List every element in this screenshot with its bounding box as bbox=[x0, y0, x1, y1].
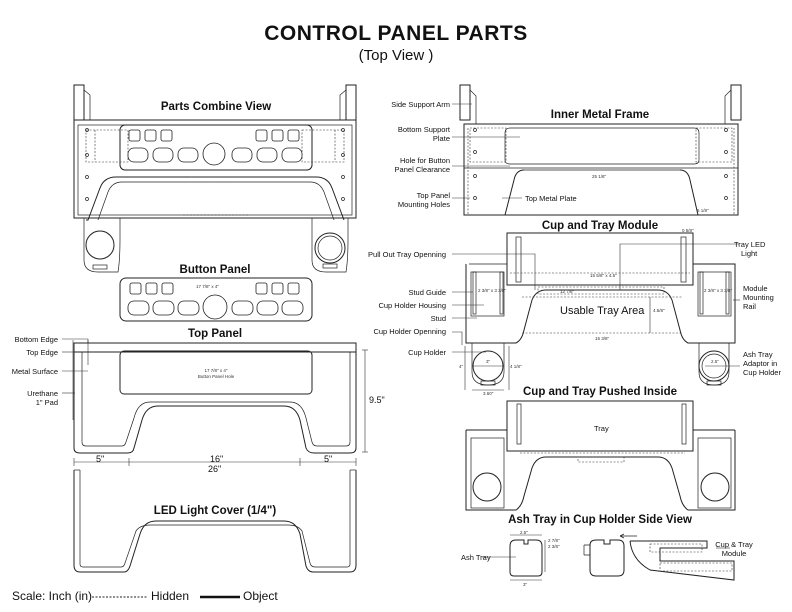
dim-cup-width: 3.60" bbox=[483, 391, 494, 396]
callout-top-edge: Top Edge bbox=[26, 348, 58, 357]
ash-dim-h1: 2 7/8" bbox=[548, 538, 560, 543]
dim-ash-diameter: 2.5" bbox=[711, 359, 719, 364]
inner-metal-frame-drawing bbox=[452, 84, 742, 216]
led-light-cover-drawing bbox=[73, 469, 357, 573]
callout-rail-3: Rail bbox=[743, 302, 756, 311]
ash-tray-side-drawing bbox=[482, 533, 735, 581]
button-panel-hole-dimension: 17 7/8" x 4" bbox=[204, 368, 228, 373]
legend-object-label: Object bbox=[243, 589, 278, 603]
legend-scale: Scale: Inch (in) bbox=[12, 589, 93, 603]
callout-ash-adaptor-2: Adaptor in bbox=[743, 359, 778, 368]
dimension-left-width: 5" bbox=[96, 454, 105, 464]
callout-urethane: Urethane bbox=[27, 389, 58, 398]
callout-bottom-support-plate-1: Bottom Support bbox=[397, 125, 450, 134]
section-title-pushed-inside: Cup and Tray Pushed Inside bbox=[522, 386, 677, 398]
callout-rail-2: Mounting bbox=[743, 293, 774, 302]
section-title-led-cover: LED Light Cover (1/4") bbox=[153, 505, 277, 517]
section-title-button-panel: Button Panel bbox=[179, 264, 251, 276]
callout-side-support-arm: Side Support Arm bbox=[391, 100, 450, 109]
callout-mounting-holes-1: Top Panel bbox=[416, 191, 450, 200]
callout-cup-holder-opening: Cup Holder Openning bbox=[373, 327, 446, 336]
callout-cup-holder-housing: Cup Holder Housing bbox=[378, 301, 446, 310]
callout-mounting-holes-2: Mounting Holes bbox=[397, 200, 450, 209]
dim-cup-height: 4" bbox=[459, 364, 464, 369]
button-panel-dimension: 17 7/8" x 4" bbox=[196, 284, 219, 289]
dimension-middle-width: 16" bbox=[210, 454, 224, 464]
pushed-inside-drawing bbox=[465, 400, 736, 511]
callout-top-metal-plate: Top Metal Plate bbox=[525, 194, 577, 203]
frame-width-dimension: 25 1/8" bbox=[592, 174, 607, 179]
tray-label: Tray bbox=[594, 424, 609, 433]
top-panel-drawing bbox=[62, 338, 368, 466]
dim-tray-bottom: 15 3/8" bbox=[595, 336, 610, 341]
parts-combine-view-drawing bbox=[73, 84, 357, 273]
dim-housing-right: 2 3/8" x 3 3/8" bbox=[704, 288, 732, 293]
callout-ash-adaptor-1: Ash Tray bbox=[743, 350, 773, 359]
callout-ash-adaptor-3: Cup Holder bbox=[743, 368, 781, 377]
legend-hidden-label: Hidden bbox=[151, 589, 190, 603]
dim-tray-top: 12 7/8" bbox=[560, 289, 575, 294]
page-title: CONTROL PANEL PARTS bbox=[264, 22, 528, 45]
button-panel-drawing bbox=[119, 277, 313, 322]
ash-dim-bottom: 3" bbox=[523, 582, 528, 587]
section-title-cup-tray-module: Cup and Tray Module bbox=[541, 220, 659, 232]
dim-cup-side: 4 1/8" bbox=[510, 364, 522, 369]
right-support-arm bbox=[345, 84, 357, 121]
callout-pad: 1" Pad bbox=[35, 398, 58, 407]
section-title-inner-metal-frame: Inner Metal Frame bbox=[550, 109, 650, 121]
callout-hole-clearance-1: Hole for Button bbox=[399, 156, 450, 165]
dimension-height: 9.5" bbox=[369, 395, 385, 405]
dim-cup-diameter: 3" bbox=[486, 359, 491, 364]
dim-tray-inner: 15 5/8" x 4.5" bbox=[590, 273, 617, 278]
usable-tray-area-label: Usable Tray Area bbox=[560, 305, 645, 317]
callout-cup-holder: Cup Holder bbox=[408, 348, 446, 357]
dim-housing-left: 2 3/8" x 3 3/8" bbox=[478, 288, 506, 293]
section-title-top-panel: Top Panel bbox=[187, 328, 243, 340]
dimension-total-width: 26" bbox=[208, 464, 222, 474]
callout-module-2: Module bbox=[721, 549, 747, 558]
page-subtitle: (Top View ) bbox=[358, 47, 434, 64]
callout-pull-out-tray: Pull Out Tray Openning bbox=[368, 250, 446, 259]
callout-tray-led-1: Tray LED bbox=[734, 240, 766, 249]
dim-top-right: 0 5/8" bbox=[682, 228, 694, 233]
callout-rail-1: Module bbox=[743, 284, 768, 293]
callout-stud-guide: Stud Guide bbox=[408, 288, 446, 297]
left-support-arm bbox=[73, 84, 85, 121]
callout-bottom-support-plate-2: Plate bbox=[432, 134, 450, 143]
section-title-ash-tray-side: Ash Tray in Cup Holder Side View bbox=[508, 514, 692, 526]
callout-module-1: Cup & Tray bbox=[715, 540, 753, 549]
dim-tray-depth: 4.5/8" bbox=[653, 308, 665, 313]
callout-tray-led-2: Light bbox=[741, 249, 758, 258]
section-title-parts-combine: Parts Combine View bbox=[160, 101, 272, 113]
frame-depth-dimension: 6 1/8" bbox=[697, 208, 709, 213]
cup-tray-module-drawing bbox=[452, 232, 740, 391]
callout-hole-clearance-2: Panel Clearance bbox=[394, 165, 450, 174]
callout-metal-surface: Metal Surface bbox=[11, 367, 58, 376]
ash-dim-top: 2.5" bbox=[520, 530, 528, 535]
callout-bottom-edge: Bottom Edge bbox=[14, 335, 58, 344]
callout-ash-tray: Ash Tray bbox=[461, 553, 491, 562]
ash-dim-h2: 2 3/8" bbox=[548, 544, 560, 549]
dimension-right-width: 5" bbox=[324, 454, 333, 464]
callout-stud: Stud bbox=[430, 314, 446, 323]
button-panel-hole-label: Button Panel Hole bbox=[197, 374, 235, 379]
